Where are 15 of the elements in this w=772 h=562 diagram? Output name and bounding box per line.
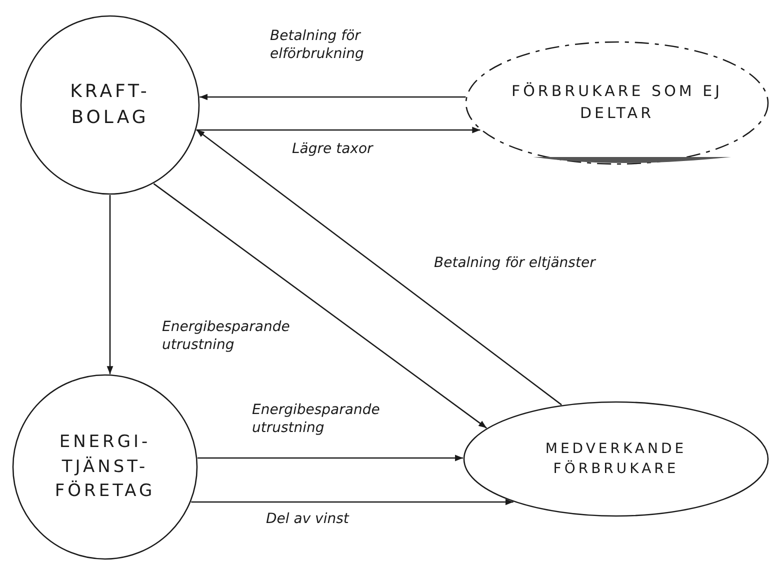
node-label: FÖRBRUKARE SOM EJ DELTAR xyxy=(510,81,724,124)
arrow xyxy=(200,94,466,100)
arrow xyxy=(153,183,487,429)
node-label: ENERGI- TJÄNST- FÖRETAG xyxy=(54,431,156,504)
node-label: KRAFT- BOLAG xyxy=(69,80,151,130)
arrow xyxy=(196,126,480,134)
arrow xyxy=(191,498,514,506)
node-label: MEDVERKANDE FÖRBRUKARE xyxy=(544,440,688,479)
ellipse-node xyxy=(465,41,769,165)
circle-node xyxy=(12,374,198,560)
arrow xyxy=(198,454,464,462)
ellipse-node xyxy=(463,401,769,517)
circle-node xyxy=(20,15,200,195)
arrow xyxy=(196,129,562,406)
arrow xyxy=(106,195,114,374)
